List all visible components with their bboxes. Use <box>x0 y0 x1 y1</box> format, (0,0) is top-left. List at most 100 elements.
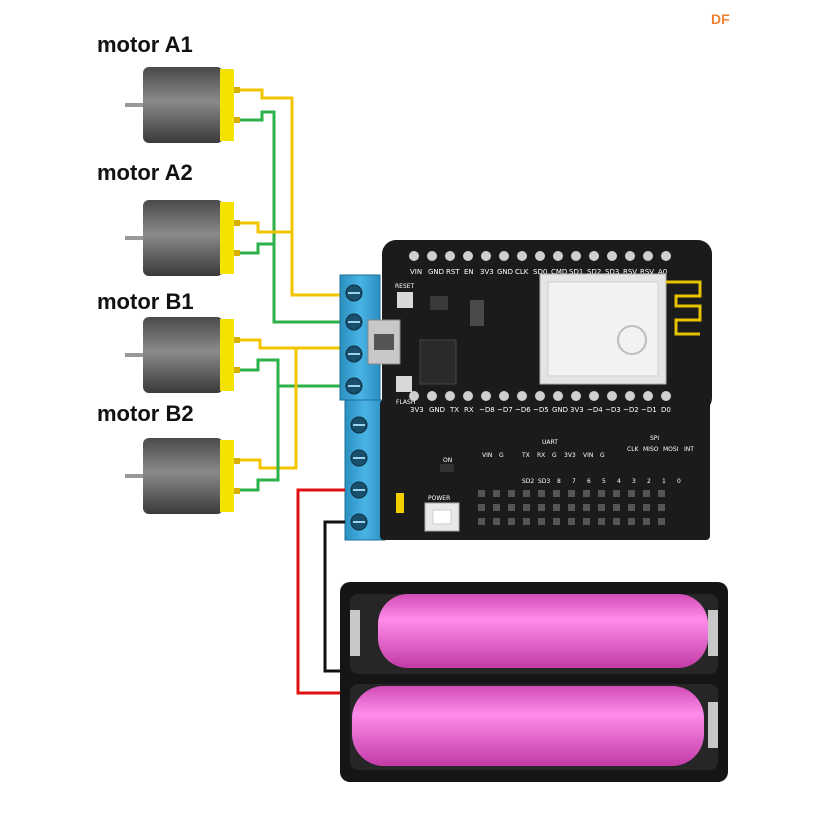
motor-a1-label: motor A1 <box>97 32 193 57</box>
top-pin-label-0: VIN <box>410 268 422 276</box>
bottom-pin-hole-5 <box>499 391 509 401</box>
bottom-pin-hole-11 <box>607 391 617 401</box>
bottom-pin-hole-10 <box>589 391 599 401</box>
bottom-pin-label-8: GND <box>552 406 568 414</box>
bottom-pin-label-4: ~D8 <box>479 406 495 414</box>
header-pin <box>553 504 560 511</box>
header-pin <box>613 518 620 525</box>
top-pin-label-13: RSV <box>640 268 654 276</box>
top-pin-hole-8 <box>553 251 563 261</box>
bottom-pin-label-10: ~D4 <box>587 406 603 414</box>
header-pin <box>583 490 590 497</box>
top-pin-hole-1 <box>427 251 437 261</box>
top-pin-hole-3 <box>463 251 473 261</box>
header-pin <box>583 518 590 525</box>
row-label-sd3: SD3 <box>538 478 550 485</box>
header-pin <box>598 504 605 511</box>
battery-holder <box>340 582 728 782</box>
bottom-pin-label-5: ~D7 <box>497 406 513 414</box>
row-label-2: 2 <box>647 478 651 485</box>
header-pin <box>598 490 605 497</box>
top-pin-label-4: 3V3 <box>480 268 494 276</box>
bottom-pin-label-3: RX <box>464 406 474 414</box>
bottom-pin-label-9: 3V3 <box>570 406 584 414</box>
top-pin-label-3: EN <box>464 268 474 276</box>
header-pin <box>553 490 560 497</box>
header-pin <box>658 490 665 497</box>
flash-button[interactable] <box>396 376 412 392</box>
bottom-pin-hole-6 <box>517 391 527 401</box>
reset-button[interactable] <box>397 292 413 308</box>
row-label-8: 8 <box>557 478 561 485</box>
header-pin <box>568 504 575 511</box>
top-pin-hole-7 <box>535 251 545 261</box>
spi-label: SPI <box>650 435 659 442</box>
row-label-3: 3 <box>632 478 636 485</box>
top-pin-hole-0 <box>409 251 419 261</box>
top-pin-label-6: CLK <box>515 268 529 276</box>
on-label: ON <box>443 457 452 464</box>
watermark: DF <box>711 11 730 27</box>
top-pin-hole-9 <box>571 251 581 261</box>
top-pin-hole-14 <box>661 251 671 261</box>
bottom-pin-hole-8 <box>553 391 563 401</box>
header-pin <box>523 504 530 511</box>
header-pin <box>538 490 545 497</box>
bottom-pin-label-13: ~D1 <box>641 406 657 414</box>
header-pin <box>538 518 545 525</box>
header-pin <box>658 504 665 511</box>
motor-a1 <box>125 67 240 143</box>
bottom-pin-holes <box>409 391 671 401</box>
top-pin-label-10: SD2 <box>587 268 601 276</box>
uart-label: UART <box>542 439 558 446</box>
reset-label: RESET <box>395 283 415 290</box>
header-pin <box>493 518 500 525</box>
top-pin-hole-5 <box>499 251 509 261</box>
top-pin-label-14: A0 <box>658 268 667 276</box>
header-pin <box>643 490 650 497</box>
bottom-pin-hole-7 <box>535 391 545 401</box>
header-pin <box>628 504 635 511</box>
row-label-6: 6 <box>587 478 591 485</box>
bottom-pin-hole-12 <box>625 391 635 401</box>
row-label-5: 5 <box>602 478 606 485</box>
top-pin-label-7: SD0 <box>533 268 547 276</box>
header-pin <box>613 490 620 497</box>
top-pin-label-1: GND <box>428 268 444 276</box>
bottom-pin-label-12: ~D2 <box>623 406 639 414</box>
bottom-pin-label-7: ~D5 <box>533 406 549 414</box>
bottom-pin-hole-3 <box>463 391 473 401</box>
top-pin-label-9: SD1 <box>569 268 583 276</box>
row-label-0: 0 <box>677 478 681 485</box>
header-pin <box>478 504 485 511</box>
spi-pin-clk: CLK <box>627 446 640 453</box>
top-pin-hole-11 <box>607 251 617 261</box>
motor-b2 <box>125 438 240 514</box>
uart-pin-g2: G <box>600 452 605 459</box>
top-pin-label-8: CMD <box>551 268 567 276</box>
motor-a2-label: motor A2 <box>97 160 193 185</box>
header-pin <box>493 504 500 511</box>
bottom-pin-hole-0 <box>409 391 419 401</box>
top-pin-hole-2 <box>445 251 455 261</box>
motor-b1-label: motor B1 <box>97 289 194 314</box>
bottom-pin-hole-2 <box>445 391 455 401</box>
header-pin <box>553 518 560 525</box>
header-pin <box>508 504 515 511</box>
bottom-pin-label-1: GND <box>429 406 445 414</box>
row-label-1: 1 <box>662 478 666 485</box>
header-pin <box>568 518 575 525</box>
bottom-pin-hole-1 <box>427 391 437 401</box>
header-pin <box>568 490 575 497</box>
spi-pin-mosi: MOSI <box>663 446 679 453</box>
bottom-pin-hole-13 <box>643 391 653 401</box>
motor-b1 <box>125 317 240 393</box>
top-pin-label-12: RSV <box>623 268 637 276</box>
row-label-sd2: SD2 <box>522 478 534 485</box>
header-pin <box>643 518 650 525</box>
bottom-pin-label-2: TX <box>449 406 459 414</box>
bottom-pin-label-0: 3V3 <box>410 406 424 414</box>
header-pin <box>628 490 635 497</box>
uart-pin-tx: TX <box>521 452 530 459</box>
